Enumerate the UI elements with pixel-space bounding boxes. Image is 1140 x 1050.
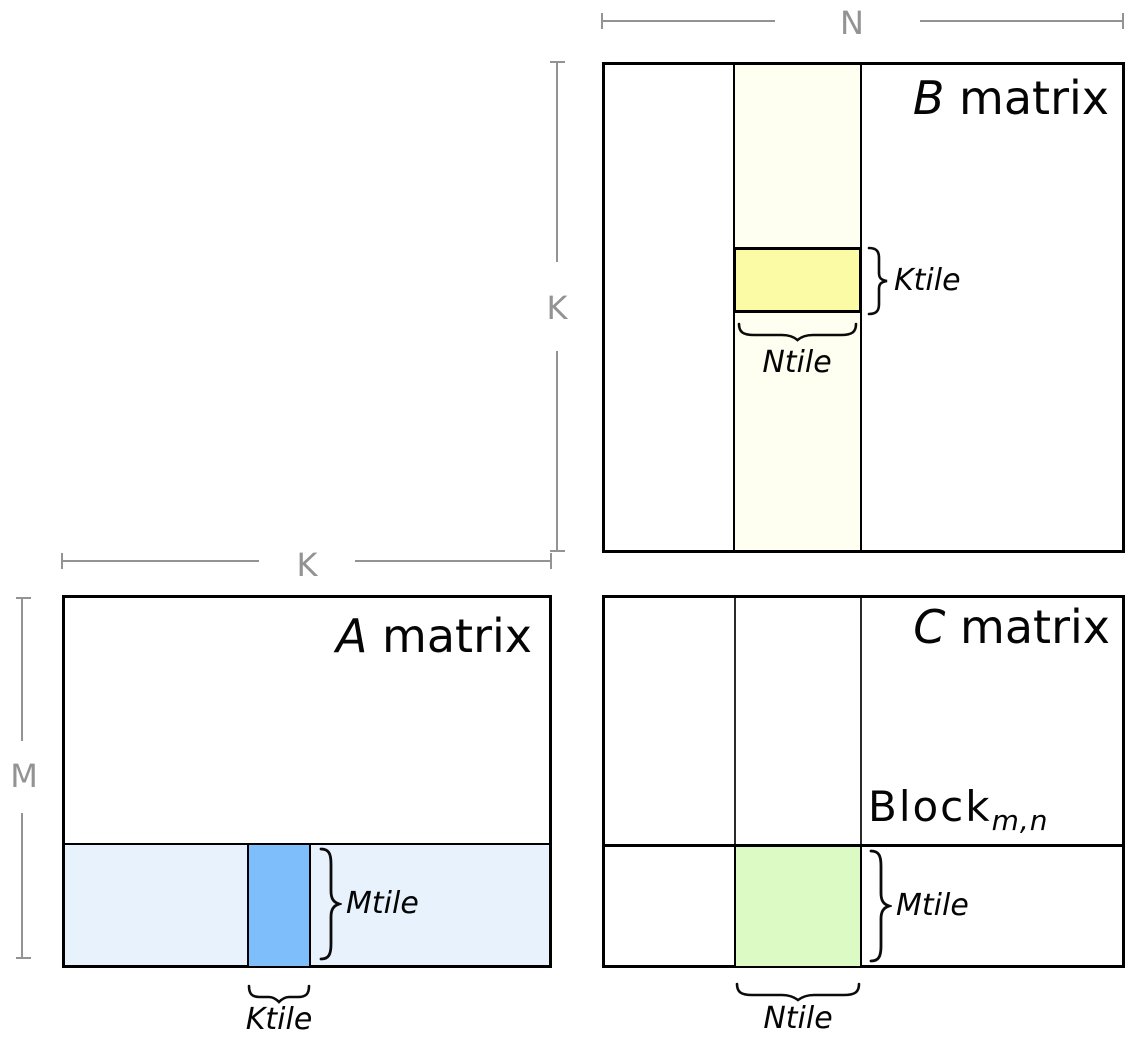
mtile-brace-a — [319, 847, 342, 961]
b-matrix-letter: B — [912, 71, 945, 125]
c-row-divider — [605, 844, 1122, 847]
c-column-divider-right — [860, 598, 862, 845]
dimension-line-segment — [62, 560, 259, 562]
mtile-label-a: Mtile — [346, 886, 419, 921]
dimension-line-segment — [355, 560, 552, 562]
a-matrix-title-rest: matrix — [367, 609, 532, 663]
ktile-label-b: Ktile — [894, 263, 961, 298]
b-matrix — [602, 62, 1125, 553]
mtile-brace-c — [869, 849, 892, 963]
block-mn-label: Blockm,n — [868, 786, 1049, 835]
a-matrix-letter: A — [335, 609, 368, 663]
m-dimension-label: M — [10, 757, 38, 795]
ktile-brace-b — [867, 246, 888, 316]
a-mtile-tile — [247, 843, 311, 968]
dimension-line-tick — [550, 550, 565, 552]
c-matrix-title: C matrix — [913, 604, 1110, 650]
ktile-brace-a — [247, 984, 311, 1004]
c-block-tile — [734, 845, 862, 968]
k-dimension-label-horizontal: K — [296, 546, 318, 584]
c-matrix — [602, 595, 1125, 968]
block-label-subscript: m,n — [991, 804, 1049, 837]
ntile-brace-c — [735, 982, 861, 1002]
n-dimension-label: N — [840, 4, 864, 42]
block-label-base: Block — [868, 782, 992, 831]
dimension-line-segment — [920, 20, 1124, 22]
dimension-line-segment — [21, 813, 23, 958]
c-matrix-letter: C — [913, 600, 946, 654]
dimension-line-tick — [16, 957, 31, 959]
dimension-line-tick — [550, 553, 552, 569]
a-matrix-title: A matrix — [336, 613, 532, 659]
mtile-label-c: Mtile — [896, 888, 969, 923]
ntile-label-c: Ntile — [763, 1001, 833, 1036]
ktile-label-a: Ktile — [245, 1002, 313, 1037]
dimension-line-segment — [556, 62, 558, 262]
b-ktile-tile — [733, 247, 862, 313]
ntile-brace-b — [737, 322, 858, 342]
c-matrix-title-rest: matrix — [945, 600, 1110, 654]
k-dimension-label-vertical: K — [546, 289, 568, 327]
dimension-line-segment — [556, 351, 558, 551]
dimension-line-tick — [16, 597, 31, 599]
b-matrix-title: B matrix — [913, 75, 1109, 121]
dimension-line-tick — [1122, 13, 1124, 29]
dimension-line-segment — [602, 20, 775, 22]
dimension-line-segment — [21, 598, 23, 741]
ntile-label-b: Ntile — [762, 345, 832, 380]
b-matrix-title-rest: matrix — [944, 71, 1109, 125]
c-column-divider-left — [734, 598, 736, 845]
